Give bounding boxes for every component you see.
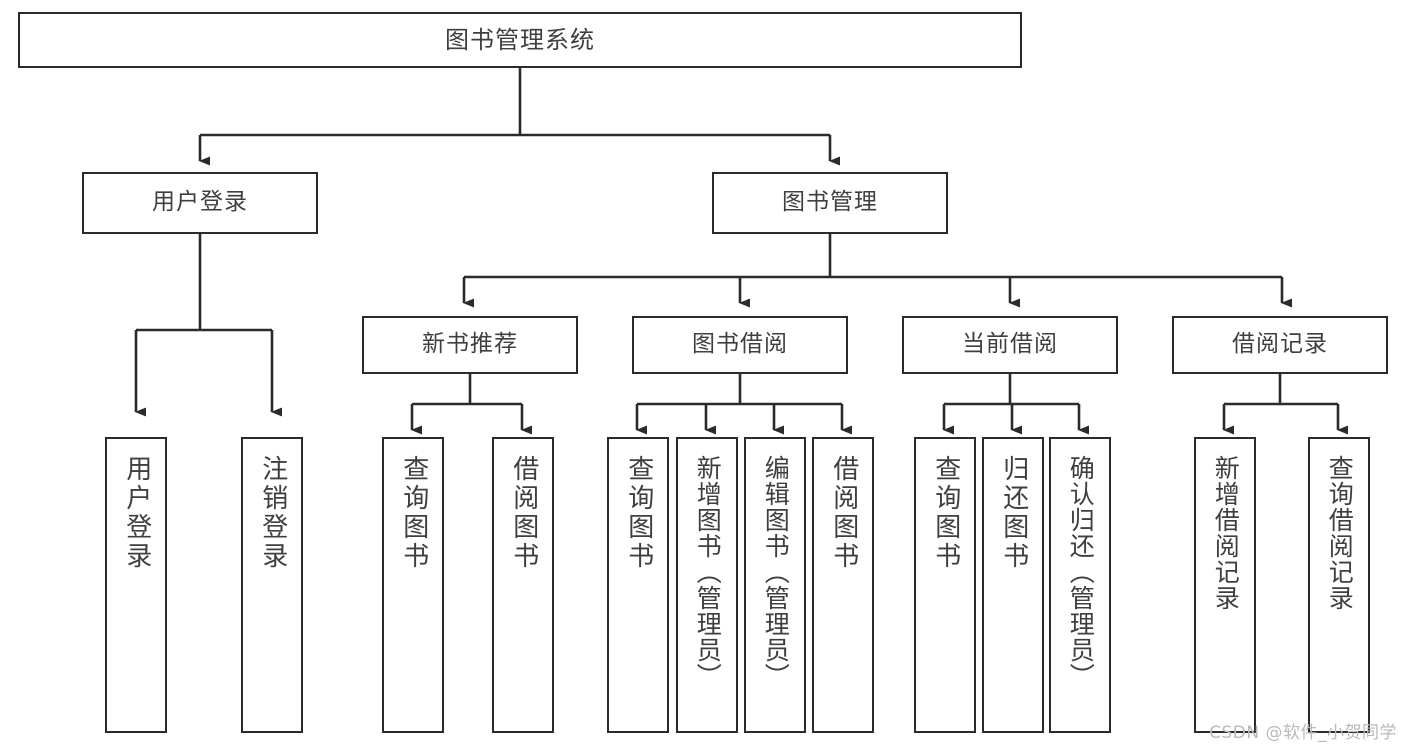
leaf-user-login-login[interactable]: 用户登录 [105,437,167,733]
node-current-borrow[interactable]: 当前借阅 [902,316,1118,374]
node-label: 查询图书 [623,455,654,571]
node-root-system[interactable]: 图书管理系统 [18,12,1022,68]
node-label: 查询借阅记录 [1325,455,1355,611]
leaf-book-borrow-query[interactable]: 查询图书 [607,437,669,733]
node-label: 编辑图书（管理员） [761,455,791,689]
leaf-user-login-logout[interactable]: 注销登录 [241,437,303,733]
node-label: 查询图书 [398,455,429,571]
node-label: 注销登录 [257,455,288,571]
node-label: 新增图书（管理员） [693,455,723,689]
node-label: 借阅图书 [828,455,859,571]
node-label: 新书推荐 [422,331,518,358]
leaf-book-borrow-edit[interactable]: 编辑图书（管理员） [744,437,806,733]
leaf-book-borrow-add[interactable]: 新增图书（管理员） [676,437,738,733]
leaf-current-borrow-return[interactable]: 归还图书 [982,437,1044,733]
node-label: 确认归还（管理员） [1066,455,1096,689]
node-label: 图书管理 [782,189,878,216]
node-book-management[interactable]: 图书管理 [712,172,948,234]
leaf-current-borrow-confirm[interactable]: 确认归还（管理员） [1049,437,1111,733]
csdn-watermark: CSDN @软件_小贺同学 [1209,723,1397,743]
node-new-book-recommend[interactable]: 新书推荐 [362,316,578,374]
node-label: 图书管理系统 [445,25,595,54]
leaf-new-book-query[interactable]: 查询图书 [382,437,444,733]
node-borrow-record[interactable]: 借阅记录 [1172,316,1388,374]
leaf-new-book-borrow[interactable]: 借阅图书 [492,437,554,733]
node-label: 用户登录 [152,189,248,216]
node-label: 归还图书 [998,455,1029,571]
leaf-borrow-record-add[interactable]: 新增借阅记录 [1194,437,1256,733]
node-label: 图书借阅 [692,331,788,358]
node-label: 当前借阅 [962,331,1058,358]
leaf-borrow-record-query[interactable]: 查询借阅记录 [1308,437,1370,733]
leaf-current-borrow-query[interactable]: 查询图书 [914,437,976,733]
node-label: 查询图书 [930,455,961,571]
node-label: 用户登录 [121,455,152,571]
node-user-login[interactable]: 用户登录 [82,172,318,234]
node-label: 借阅记录 [1232,331,1328,358]
leaf-book-borrow-borrow[interactable]: 借阅图书 [812,437,874,733]
node-book-borrow[interactable]: 图书借阅 [632,316,848,374]
node-label: 新增借阅记录 [1211,455,1241,611]
node-label: 借阅图书 [508,455,539,571]
